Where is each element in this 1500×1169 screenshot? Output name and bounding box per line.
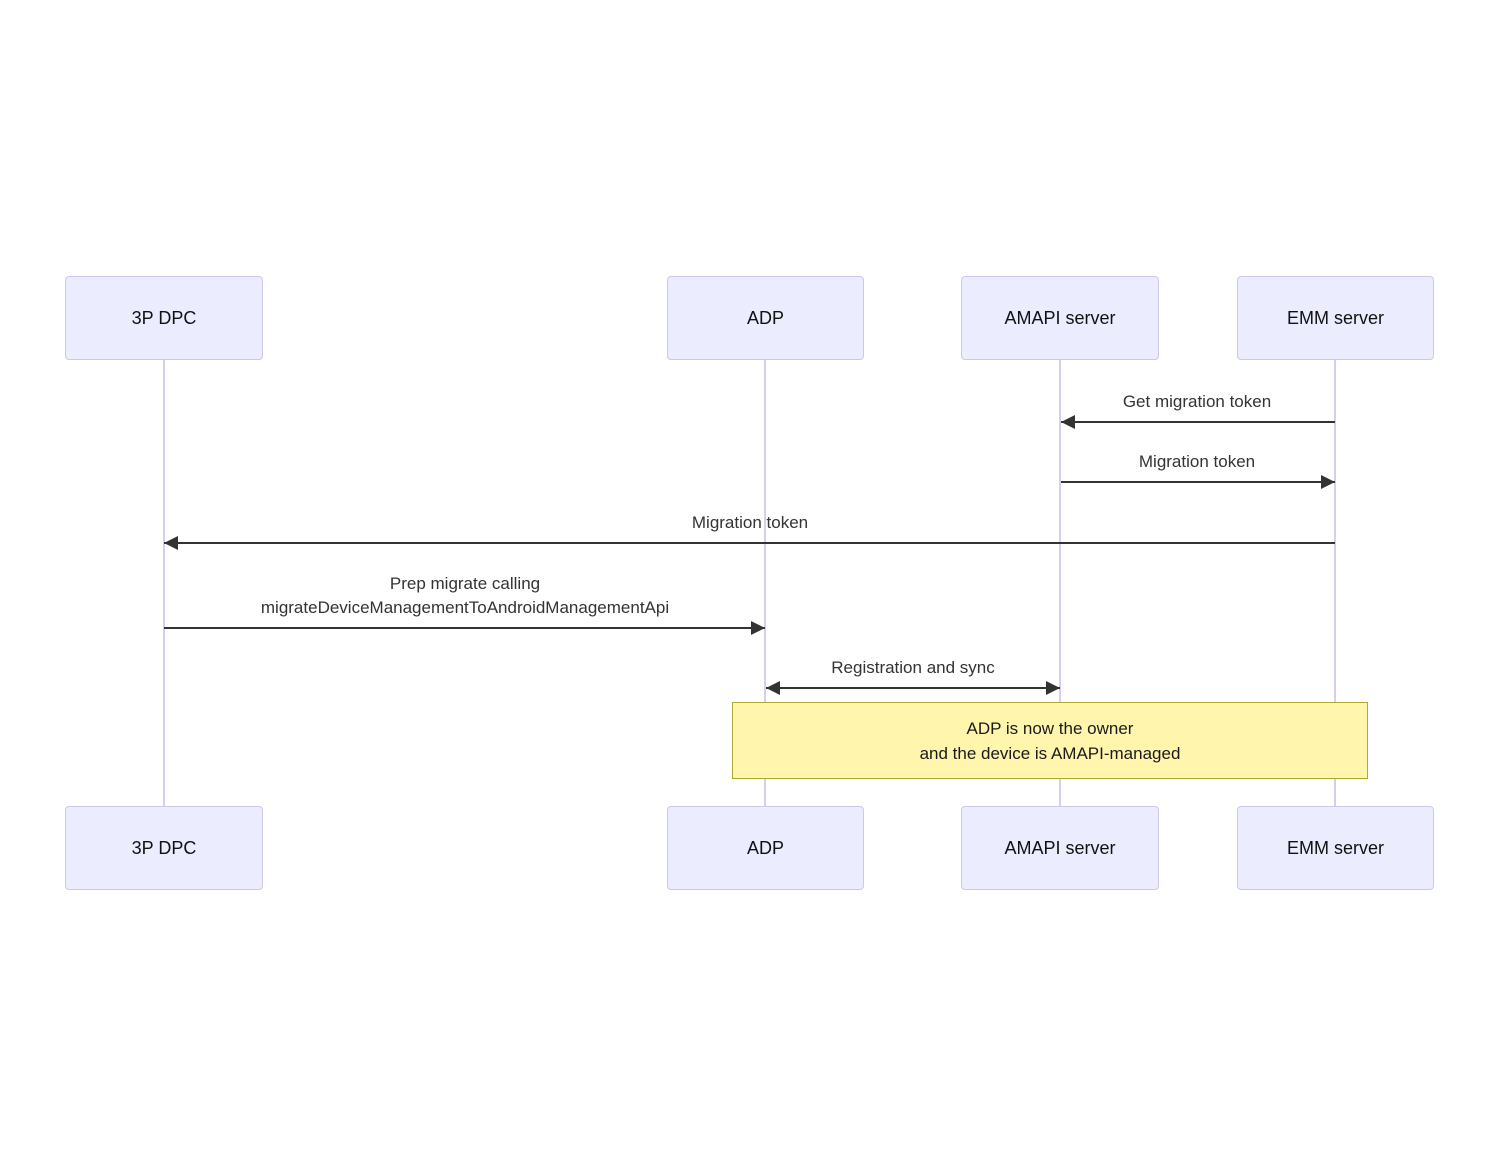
actor-label: ADP <box>746 307 784 328</box>
message-label: Get migration token <box>1122 392 1272 411</box>
lifeline-3p-dpc <box>163 360 165 806</box>
message-label-line1: Prep migrate calling <box>389 574 541 593</box>
lifeline-amapi-server <box>1059 360 1061 806</box>
message-line <box>1061 421 1335 423</box>
message-label: Registration and sync <box>831 658 995 677</box>
note-line1: ADP is now the owner <box>966 718 1134 738</box>
lifeline-emm-server <box>1334 360 1336 806</box>
actor-top-emm-server: EMM server <box>1237 276 1434 360</box>
arrowhead-left-icon <box>766 681 780 695</box>
arrowhead-right-icon <box>1321 475 1335 489</box>
message-label: Migration token <box>1138 452 1256 471</box>
message-line <box>766 687 1060 689</box>
arrowhead-left-icon <box>1061 415 1075 429</box>
note-line2: and the device is AMAPI-managed <box>919 743 1181 763</box>
actor-top-adp: ADP <box>667 276 864 360</box>
lifeline-adp <box>764 360 766 806</box>
actor-label: 3P DPC <box>131 837 197 858</box>
actor-top-amapi-server: AMAPI server <box>961 276 1159 360</box>
actor-bottom-adp: ADP <box>667 806 864 890</box>
arrowhead-right-icon <box>1046 681 1060 695</box>
actor-label: AMAPI server <box>1004 307 1116 328</box>
message-line <box>1061 481 1335 483</box>
actor-label: ADP <box>746 837 784 858</box>
actor-label: EMM server <box>1286 837 1384 858</box>
arrowhead-left-icon <box>164 536 178 550</box>
message-label-line2: migrateDeviceManagementToAndroidManageme… <box>260 598 670 617</box>
message-line <box>164 627 765 629</box>
actor-label: EMM server <box>1286 307 1384 328</box>
actor-label: AMAPI server <box>1004 837 1116 858</box>
message-label: Migration token <box>691 513 809 532</box>
actor-bottom-amapi-server: AMAPI server <box>961 806 1159 890</box>
actor-top-3p-dpc: 3P DPC <box>65 276 263 360</box>
arrowhead-right-icon <box>751 621 765 635</box>
actor-label: 3P DPC <box>131 307 197 328</box>
actor-bottom-emm-server: EMM server <box>1237 806 1434 890</box>
message-line <box>164 542 1335 544</box>
actor-bottom-3p-dpc: 3P DPC <box>65 806 263 890</box>
note-adp-owner: ADP is now the owner and the device is A… <box>732 702 1368 779</box>
